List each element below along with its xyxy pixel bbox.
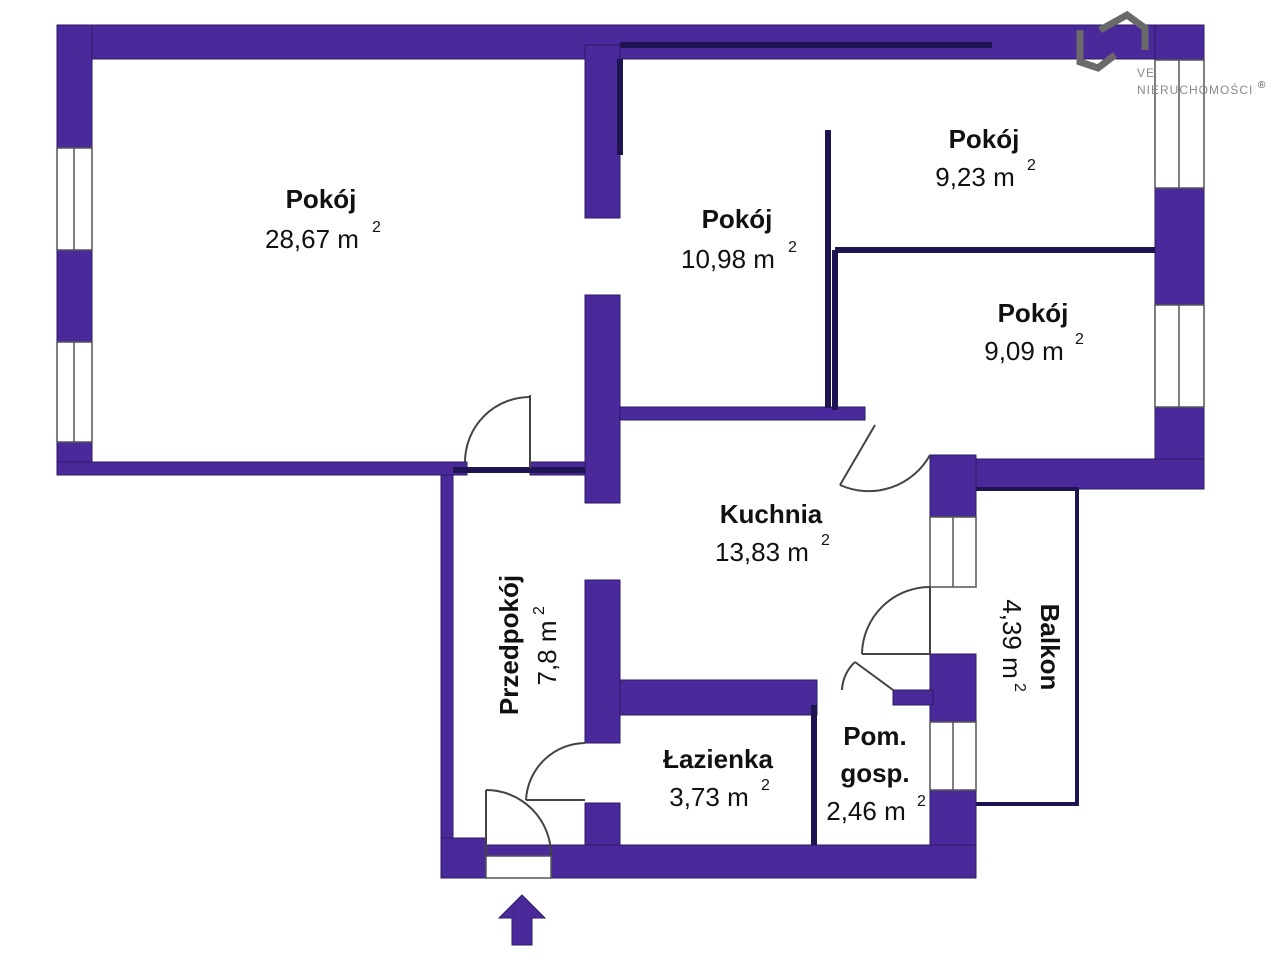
wall-large-bottom: [56, 461, 468, 476]
wall-bath-top: [619, 679, 818, 716]
balcony-outline: [976, 487, 1079, 806]
room-right-area: 9,09 m: [984, 336, 1064, 366]
room-hallway: Przedpokój 7,8 m 2: [494, 575, 562, 715]
room-bathroom-name: Łazienka: [663, 744, 773, 774]
room-balcony-area: 4,39 m: [997, 599, 1027, 679]
entrance-gap: [485, 855, 552, 879]
door-large-room: [464, 395, 531, 468]
logo-registered: ®: [1258, 80, 1266, 91]
wall-kitchen-top: [619, 406, 866, 421]
door-balcony: [861, 586, 931, 655]
room-storage: Pom. gosp. 2,46 m 2: [826, 721, 926, 826]
logo-icon: [1076, 10, 1149, 72]
door-storage: [841, 661, 894, 691]
wall-corridor-left: [440, 474, 454, 879]
room-storage-sup: 2: [917, 793, 926, 810]
doors: [464, 395, 931, 857]
room-large-area: 28,67 m: [265, 224, 359, 254]
room-middle-area: 10,98 m: [681, 244, 775, 274]
balcony: [976, 487, 1079, 806]
wall-kitchen-east: [929, 454, 977, 518]
room-top-right: Pokój 9,23 m 2: [935, 124, 1036, 192]
thin-walls: [453, 42, 1155, 845]
room-top-right-name: Pokój: [949, 124, 1020, 154]
door-kitchen-right: [839, 424, 931, 493]
wall-corridor-mid: [584, 579, 621, 744]
room-bathroom: Łazienka 3,73 m 2: [663, 744, 773, 812]
room-top-right-area: 9,23 m: [935, 162, 1015, 192]
room-storage-name-line1: Pom.: [843, 721, 907, 751]
room-large: Pokój 28,67 m 2: [265, 184, 381, 254]
room-balcony: Balkon 4,39 m 2: [997, 599, 1065, 692]
wall-divider-lower: [584, 294, 621, 504]
room-kitchen-name: Kuchnia: [720, 499, 823, 529]
room-storage-area: 2,46 m: [826, 796, 906, 826]
room-top-right-sup: 2: [1027, 157, 1036, 174]
entrance-arrow-icon: [497, 894, 547, 946]
room-middle-name: Pokój: [702, 204, 773, 234]
room-right-name: Pokój: [998, 298, 1069, 328]
wall-divider-upper: [584, 44, 621, 219]
room-middle-sup: 2: [788, 239, 797, 256]
room-kitchen-sup: 2: [821, 532, 830, 549]
room-right-sup: 2: [1075, 331, 1084, 348]
room-bathroom-sup: 2: [761, 777, 770, 794]
door-bathroom: [525, 742, 586, 801]
room-kitchen: Kuchnia 13,83 m 2: [715, 499, 830, 567]
logo-text-line1: VE: [1137, 66, 1155, 80]
room-right: Pokój 9,09 m 2: [984, 298, 1084, 366]
room-large-name: Pokój: [286, 184, 357, 214]
room-hallway-sup: 2: [531, 606, 548, 615]
room-storage-name-line2: gosp.: [840, 758, 909, 788]
room-hallway-area: 7,8 m: [532, 620, 562, 685]
wall-corner-bottom-left: [440, 837, 487, 879]
wall-right-rooms-bottom: [941, 458, 1205, 490]
room-large-sup: 2: [372, 219, 381, 236]
room-bathroom-area: 3,73 m: [669, 782, 749, 812]
room-hallway-name: Przedpokój: [494, 575, 524, 715]
room-balcony-sup: 2: [1011, 683, 1028, 692]
logo-text-line2: NIERUCHOMOŚCI: [1137, 82, 1253, 97]
wall-bath-top-b: [892, 689, 934, 706]
wall-kitchen-east-b: [929, 653, 977, 723]
room-kitchen-area: 13,83 m: [715, 537, 809, 567]
windows: [56, 59, 1205, 879]
walls: [56, 24, 1205, 879]
door-entrance: [485, 789, 553, 857]
room-middle: Pokój 10,98 m 2: [681, 204, 797, 274]
room-balcony-name: Balkon: [1035, 604, 1065, 691]
